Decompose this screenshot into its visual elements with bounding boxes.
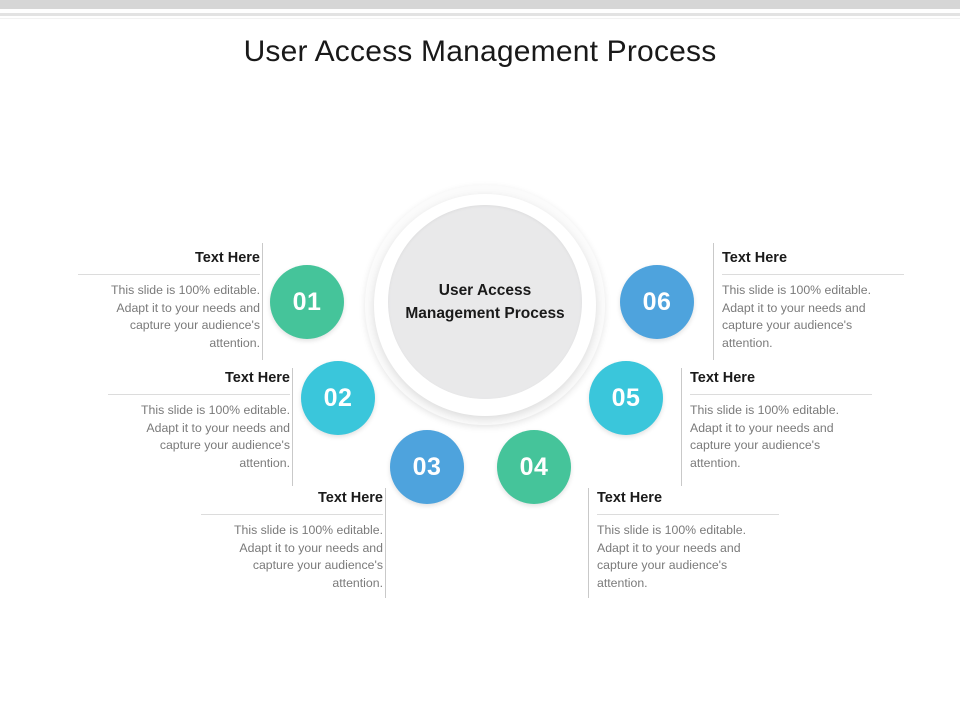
step-body-03: This slide is 100% editable. Adapt it to… (233, 523, 383, 590)
connector-line-step-04 (588, 488, 589, 598)
connector-line-step-05 (681, 368, 682, 486)
step-heading-06: Text Here (722, 250, 788, 266)
step-circle-04[interactable]: 04 (497, 430, 571, 504)
step-circle-06[interactable]: 06 (620, 265, 694, 339)
step-circle-05[interactable]: 05 (589, 361, 663, 435)
step-divider-04 (597, 514, 779, 515)
step-number-01: 01 (292, 287, 322, 316)
step-number-06: 06 (642, 287, 672, 316)
step-heading-03: Text Here (317, 490, 383, 506)
step-divider-02 (108, 394, 290, 395)
connector-line-step-01 (262, 243, 263, 360)
hub-label-line1: User Access (438, 282, 532, 299)
step-body-04: This slide is 100% editable. Adapt it to… (597, 523, 747, 590)
page-title: User Access Management Process (243, 35, 717, 68)
step-number-05: 05 (611, 383, 641, 412)
step-text-block-04: Text Here This slide is 100% editable. A… (597, 488, 779, 592)
connector-line-step-06 (713, 243, 714, 360)
top-chrome-rule-secondary (0, 18, 960, 19)
step-heading-05: Text Here (690, 370, 756, 386)
step-divider-05 (690, 394, 872, 395)
step-circle-03[interactable]: 03 (390, 430, 464, 504)
step-body-06: This slide is 100% editable. Adapt it to… (722, 283, 872, 350)
step-divider-03 (201, 514, 383, 515)
step-circle-01[interactable]: 01 (270, 265, 344, 339)
step-heading-01: Text Here (194, 250, 260, 266)
connector-line-step-03 (385, 488, 386, 598)
hub-label-line2: Management Process (405, 305, 565, 322)
step-circle-02[interactable]: 02 (301, 361, 375, 435)
step-divider-06 (722, 274, 904, 275)
step-body-02: This slide is 100% editable. Adapt it to… (140, 403, 290, 470)
step-heading-02: Text Here (224, 370, 290, 386)
step-divider-01 (78, 274, 260, 275)
step-text-block-02: Text Here This slide is 100% editable. A… (108, 368, 290, 472)
step-text-block-05: Text Here This slide is 100% editable. A… (690, 368, 872, 472)
step-number-04: 04 (519, 452, 549, 481)
step-body-01: This slide is 100% editable. Adapt it to… (110, 283, 260, 350)
step-number-02: 02 (323, 383, 353, 412)
step-text-block-01: Text Here This slide is 100% editable. A… (78, 248, 260, 352)
step-text-block-06: Text Here This slide is 100% editable. A… (722, 248, 904, 352)
step-body-05: This slide is 100% editable. Adapt it to… (690, 403, 840, 470)
step-heading-04: Text Here (597, 490, 663, 506)
connector-line-step-02 (292, 368, 293, 486)
step-text-block-03: Text Here This slide is 100% editable. A… (201, 488, 383, 592)
step-number-03: 03 (412, 452, 442, 481)
hub-label: User Access Management Process (405, 279, 565, 325)
hub-center: User Access Management Process (388, 205, 582, 399)
top-chrome-band (0, 0, 960, 9)
top-chrome-rule (0, 13, 960, 16)
